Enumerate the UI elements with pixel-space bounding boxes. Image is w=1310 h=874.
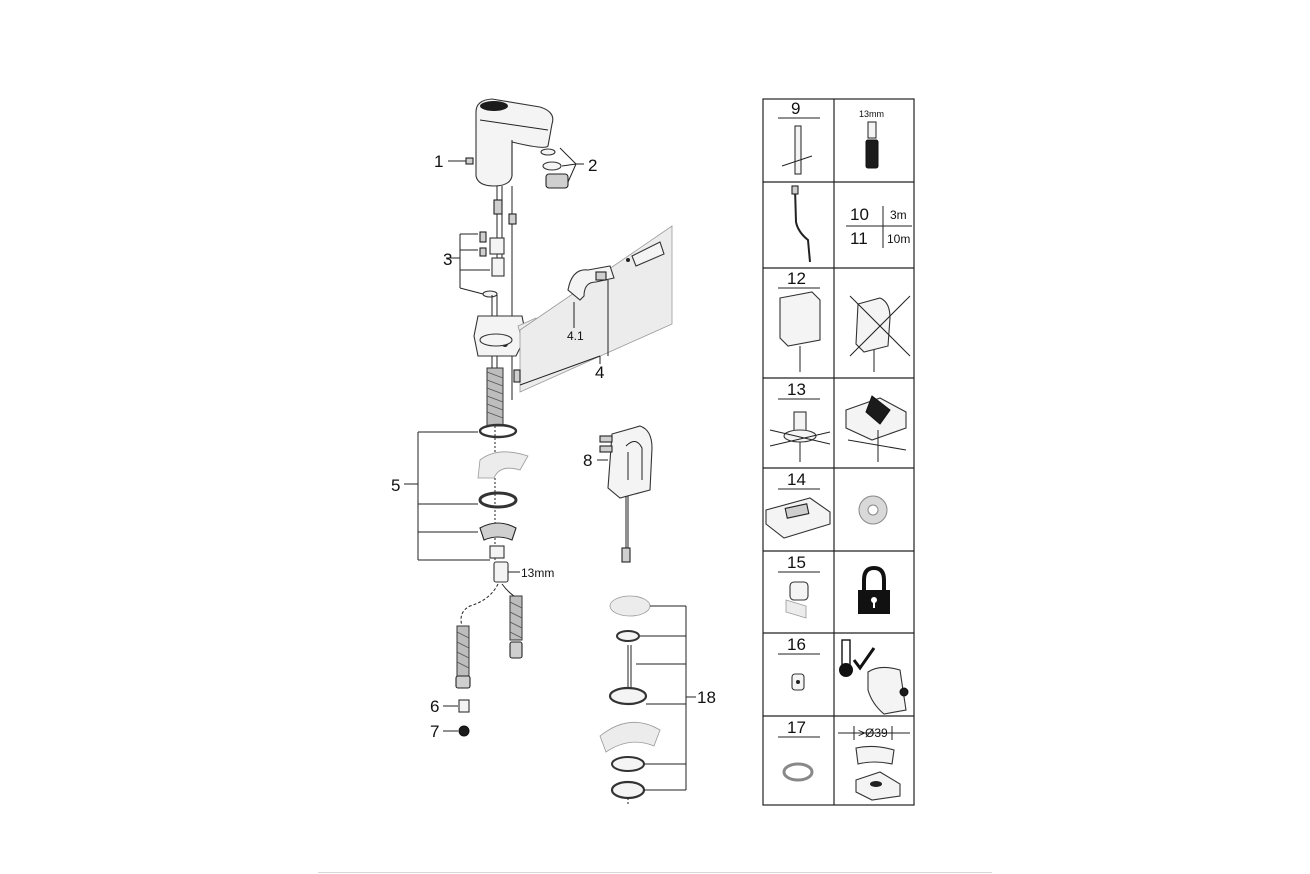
label-5: 5 xyxy=(391,476,400,495)
label-13mm: 13mm xyxy=(521,566,554,580)
ring-seal-icon xyxy=(782,762,814,782)
battery-box-icon xyxy=(779,291,821,372)
faucet-spout xyxy=(475,98,554,187)
table-label-16: 16 xyxy=(787,635,806,654)
table-diameter: >Ø39 xyxy=(858,726,888,740)
table-label-13: 13 xyxy=(787,380,806,399)
part-7-valve xyxy=(443,725,470,737)
table-label-15: 15 xyxy=(787,553,806,572)
hex-socket-icon xyxy=(865,121,879,169)
label-4-1: 4.1 xyxy=(567,329,584,343)
part-4-control-box xyxy=(513,225,673,393)
temperature-knob-icon xyxy=(791,673,805,691)
label-8: 8 xyxy=(583,451,592,470)
crossed-out-mounting-icon xyxy=(845,395,907,462)
extension-cable-icon xyxy=(791,185,811,263)
table-label-12: 12 xyxy=(787,269,806,288)
padlock-icon xyxy=(858,565,890,614)
bottom-divider xyxy=(318,872,992,873)
table-13mm: 13mm xyxy=(859,109,884,119)
label-3: 3 xyxy=(443,250,452,269)
table-label-10: 10 xyxy=(850,205,869,224)
gear-icon xyxy=(858,495,888,525)
basin-hole-icon xyxy=(838,726,910,801)
part-2-aerator xyxy=(540,147,584,189)
label-6: 6 xyxy=(430,697,439,716)
part-8-power-adapter xyxy=(597,425,653,563)
nut-13mm xyxy=(493,561,520,583)
part-6-nipple xyxy=(443,699,470,713)
threaded-rod xyxy=(486,367,504,560)
table-len-10m: 10m xyxy=(887,232,910,246)
remote-control-icon xyxy=(765,497,831,539)
label-7: 7 xyxy=(430,722,439,741)
key-tool-icon xyxy=(781,125,813,175)
table-label-11: 11 xyxy=(850,229,868,248)
table-label-14: 14 xyxy=(787,470,806,489)
part-18-waste-set xyxy=(599,595,696,806)
flexible-hoses xyxy=(455,583,523,689)
part-3-fixing-set xyxy=(446,231,505,298)
table-len-3m: 3m xyxy=(890,208,907,222)
label-18: 18 xyxy=(697,688,716,707)
table-label-9: 9 xyxy=(791,99,800,118)
table-label-17: 17 xyxy=(787,718,806,737)
aerator-icon xyxy=(785,581,809,619)
label-2: 2 xyxy=(588,156,597,175)
supply-cables xyxy=(493,186,517,400)
part-5-mounting-set xyxy=(404,423,529,561)
mounting-set-icon xyxy=(769,411,831,462)
crossed-out-adapter-icon xyxy=(849,295,911,372)
part-1-screw xyxy=(448,157,474,165)
label-1: 1 xyxy=(434,152,443,171)
thermometer-check-icon xyxy=(839,639,909,715)
label-4: 4 xyxy=(595,363,604,382)
